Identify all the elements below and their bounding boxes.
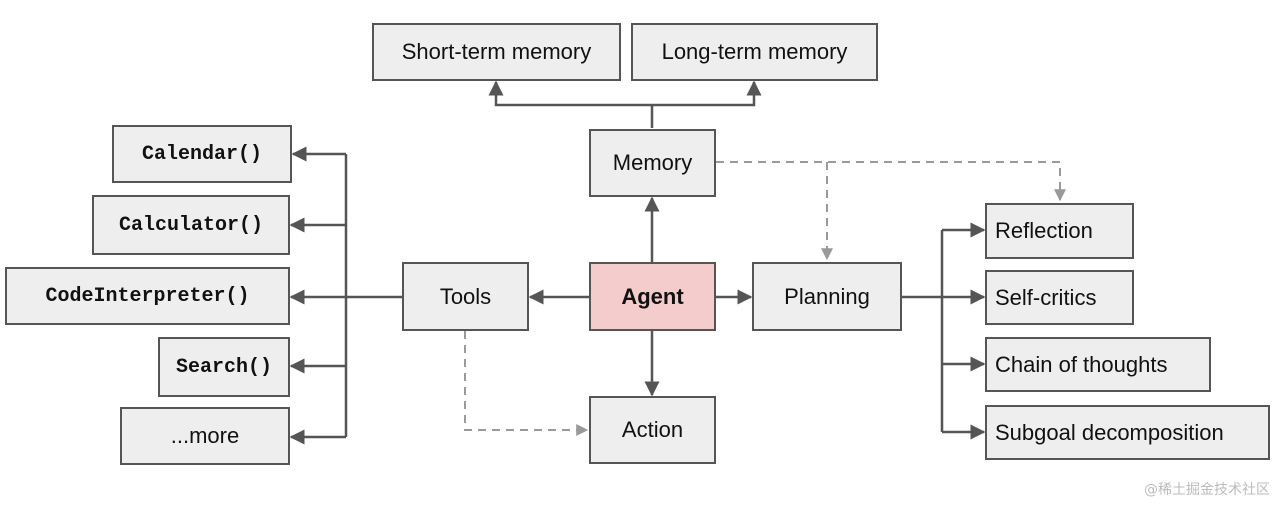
watermark: @稀土掘金技术社区 (1144, 482, 1270, 498)
action-node: Action (589, 396, 716, 464)
code-interpreter-tool-node: CodeInterpreter() (5, 267, 290, 325)
calculator-tool-node: Calculator() (92, 195, 290, 255)
search-tool-node: Search() (158, 337, 290, 397)
edge-tools-trunk (344, 154, 402, 437)
planning-node: Planning (752, 262, 902, 331)
short-term-memory-node: Short-term memory (372, 23, 621, 81)
edge-planning-trunk (902, 230, 944, 432)
long-term-memory-node: Long-term memory (631, 23, 878, 81)
dashed-edge-tools-to-action (464, 331, 589, 436)
agent-node: Agent (589, 262, 716, 331)
dashed-edge-memory-to-reflection (716, 161, 1066, 202)
memory-node: Memory (589, 129, 716, 197)
subgoal-decomposition-node: Subgoal decomposition (985, 405, 1270, 460)
calendar-tool-node: Calendar() (112, 125, 292, 183)
chain-of-thoughts-node: Chain of thoughts (985, 337, 1211, 392)
more-tools-node: ...more (120, 407, 290, 465)
edge-to-short-term-memory (488, 80, 652, 107)
tools-node: Tools (402, 262, 529, 331)
self-critics-node: Self-critics (985, 270, 1134, 325)
edge-to-long-term-memory (652, 80, 762, 107)
reflection-node: Reflection (985, 203, 1134, 259)
